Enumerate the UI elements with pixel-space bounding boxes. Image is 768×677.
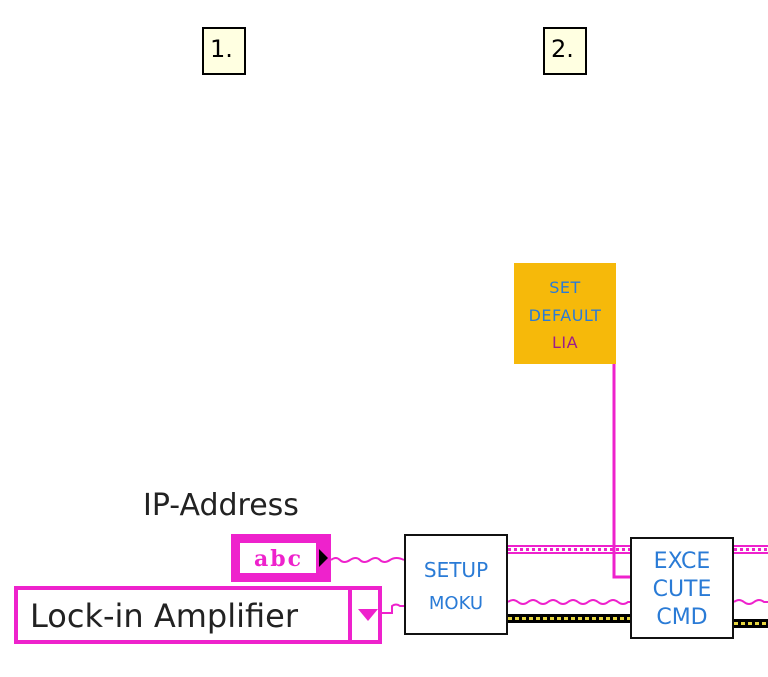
execute-vi-line-3: CMD	[656, 605, 708, 630]
execute-vi-line-2: CUTE	[652, 577, 712, 602]
constant-line-1: SET	[549, 278, 581, 297]
step-2-label: 2.	[543, 27, 587, 75]
string-type-glyph: abc	[254, 546, 304, 572]
setup-moku-vi[interactable]: SETUP MOKU	[404, 534, 508, 635]
constant-line-2: DEFAULT	[528, 306, 602, 325]
string-terminal-inner: abc	[239, 542, 317, 574]
instrument-enum-control[interactable]: Lock-in Amplifier	[14, 586, 382, 644]
output-arrow-icon	[319, 549, 328, 567]
string-wire-2[interactable]	[507, 599, 768, 605]
instrument-enum-value: Lock-in Amplifier	[30, 597, 299, 635]
enum-separator	[348, 590, 352, 640]
constant-line-3: LIA	[551, 333, 579, 352]
execute-vi-line-1: EXCE	[653, 549, 711, 574]
ip-address-label: IP-Address	[143, 488, 299, 523]
dropdown-arrow-icon[interactable]	[358, 609, 378, 621]
enum-wire[interactable]	[382, 603, 404, 614]
constant-wire[interactable]	[612, 364, 630, 579]
session-wire-1[interactable]	[508, 545, 768, 554]
setup-vi-line-1: SETUP	[423, 558, 489, 582]
step-1-label: 1.	[202, 27, 246, 75]
ip-address-string-control[interactable]: abc	[231, 534, 331, 582]
setup-vi-line-2: MOKU	[428, 593, 484, 614]
error-wire[interactable]	[508, 614, 768, 628]
ip-string-wire[interactable]	[330, 557, 405, 563]
execute-cmd-vi[interactable]: EXCE CUTE CMD	[630, 537, 734, 639]
set-default-lia-constant[interactable]: SET DEFAULT LIA	[514, 263, 616, 364]
